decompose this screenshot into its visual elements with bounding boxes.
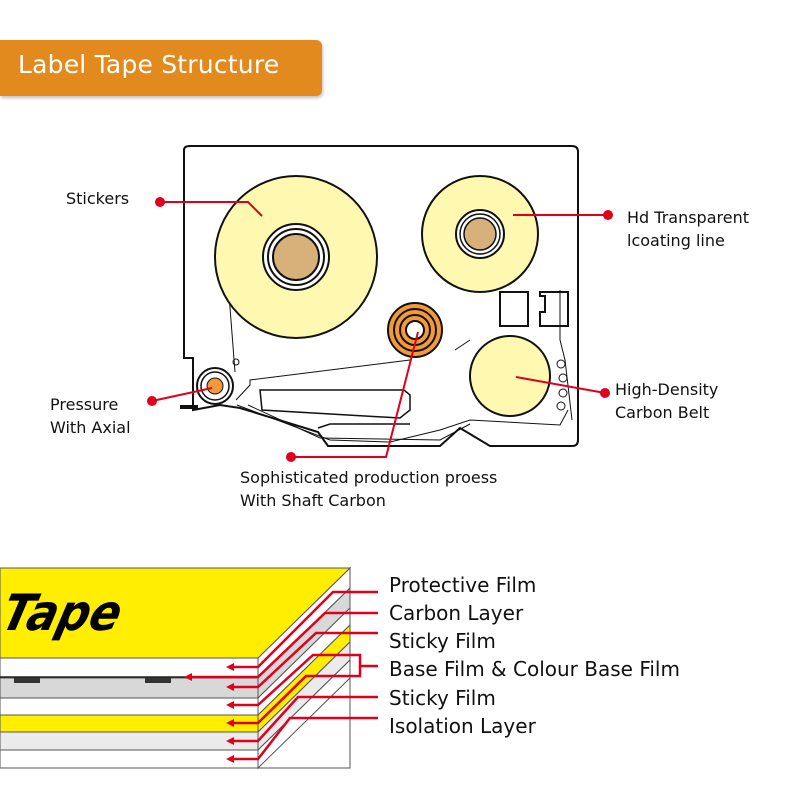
layer-leader-lines xyxy=(190,590,378,761)
callout-pressure-line2: With Axial xyxy=(50,418,131,437)
cassette-outline xyxy=(183,145,579,447)
tape-printed-text: Lable Tape xyxy=(0,584,128,642)
title-banner: Label Tape Structure xyxy=(0,40,322,96)
arrow-icon xyxy=(226,663,234,671)
front-layer-base xyxy=(0,714,259,733)
leader-shaft-carbon xyxy=(291,331,419,458)
shaft-carbon-spool xyxy=(387,302,443,358)
sticker-spool xyxy=(214,175,378,339)
callout-hd-transparent-line1: Hd Transparent xyxy=(627,208,749,227)
leader-high-density xyxy=(515,376,606,394)
arrow-icon xyxy=(226,701,234,709)
layer-label: Base Film & Colour Base Film xyxy=(389,657,680,681)
arrow-icon xyxy=(226,719,234,727)
arrow-icon xyxy=(184,673,192,681)
layer-label: Sticky Film xyxy=(389,629,496,653)
front-layer-protective xyxy=(0,657,259,679)
arrow-icon xyxy=(226,737,234,745)
pressure-roller xyxy=(180,367,234,409)
callout-stickers: Stickers xyxy=(66,189,130,208)
guide-square-left xyxy=(499,291,529,327)
callout-high-density-line1: High-Density xyxy=(615,380,719,399)
front-layer-sticky-2 xyxy=(0,731,259,751)
callout-hd-transparent: Hd Transparent lcoating line xyxy=(627,206,749,252)
layer-label: Isolation Layer xyxy=(389,714,536,738)
arrow-icon xyxy=(226,683,234,691)
callout-high-density: High-Density Carbon Belt xyxy=(615,378,718,424)
callout-shaft-carbon: Sophisticated production proess With Sha… xyxy=(240,466,497,512)
leader-stickers xyxy=(160,201,263,217)
guide-square-right xyxy=(539,291,569,327)
callout-high-density-line2: Carbon Belt xyxy=(615,403,710,422)
front-layer-sticky-1 xyxy=(0,697,259,716)
cassette-leader-lines xyxy=(147,197,613,462)
callout-shaft-carbon-line1: Sophisticated production proess xyxy=(240,468,498,487)
leader-pressure xyxy=(151,387,213,402)
callout-shaft-carbon-line2: With Shaft Carbon xyxy=(240,491,386,510)
layer-label: Sticky Film xyxy=(389,686,496,710)
layer-label: Carbon Layer xyxy=(389,601,524,625)
arrow-icon xyxy=(226,755,234,763)
carbon-belt-spool xyxy=(469,335,551,417)
callout-pressure: Pressure With Axial xyxy=(50,393,131,439)
transparent-spool xyxy=(421,175,539,293)
callout-hd-transparent-line2: lcoating line xyxy=(627,231,725,250)
callout-pressure-line1: Pressure xyxy=(50,395,119,414)
layer-label: Protective Film xyxy=(389,573,537,597)
layer-arrowheads xyxy=(184,663,234,763)
page-title: Label Tape Structure xyxy=(18,50,280,79)
front-layer-isolation xyxy=(0,749,259,769)
